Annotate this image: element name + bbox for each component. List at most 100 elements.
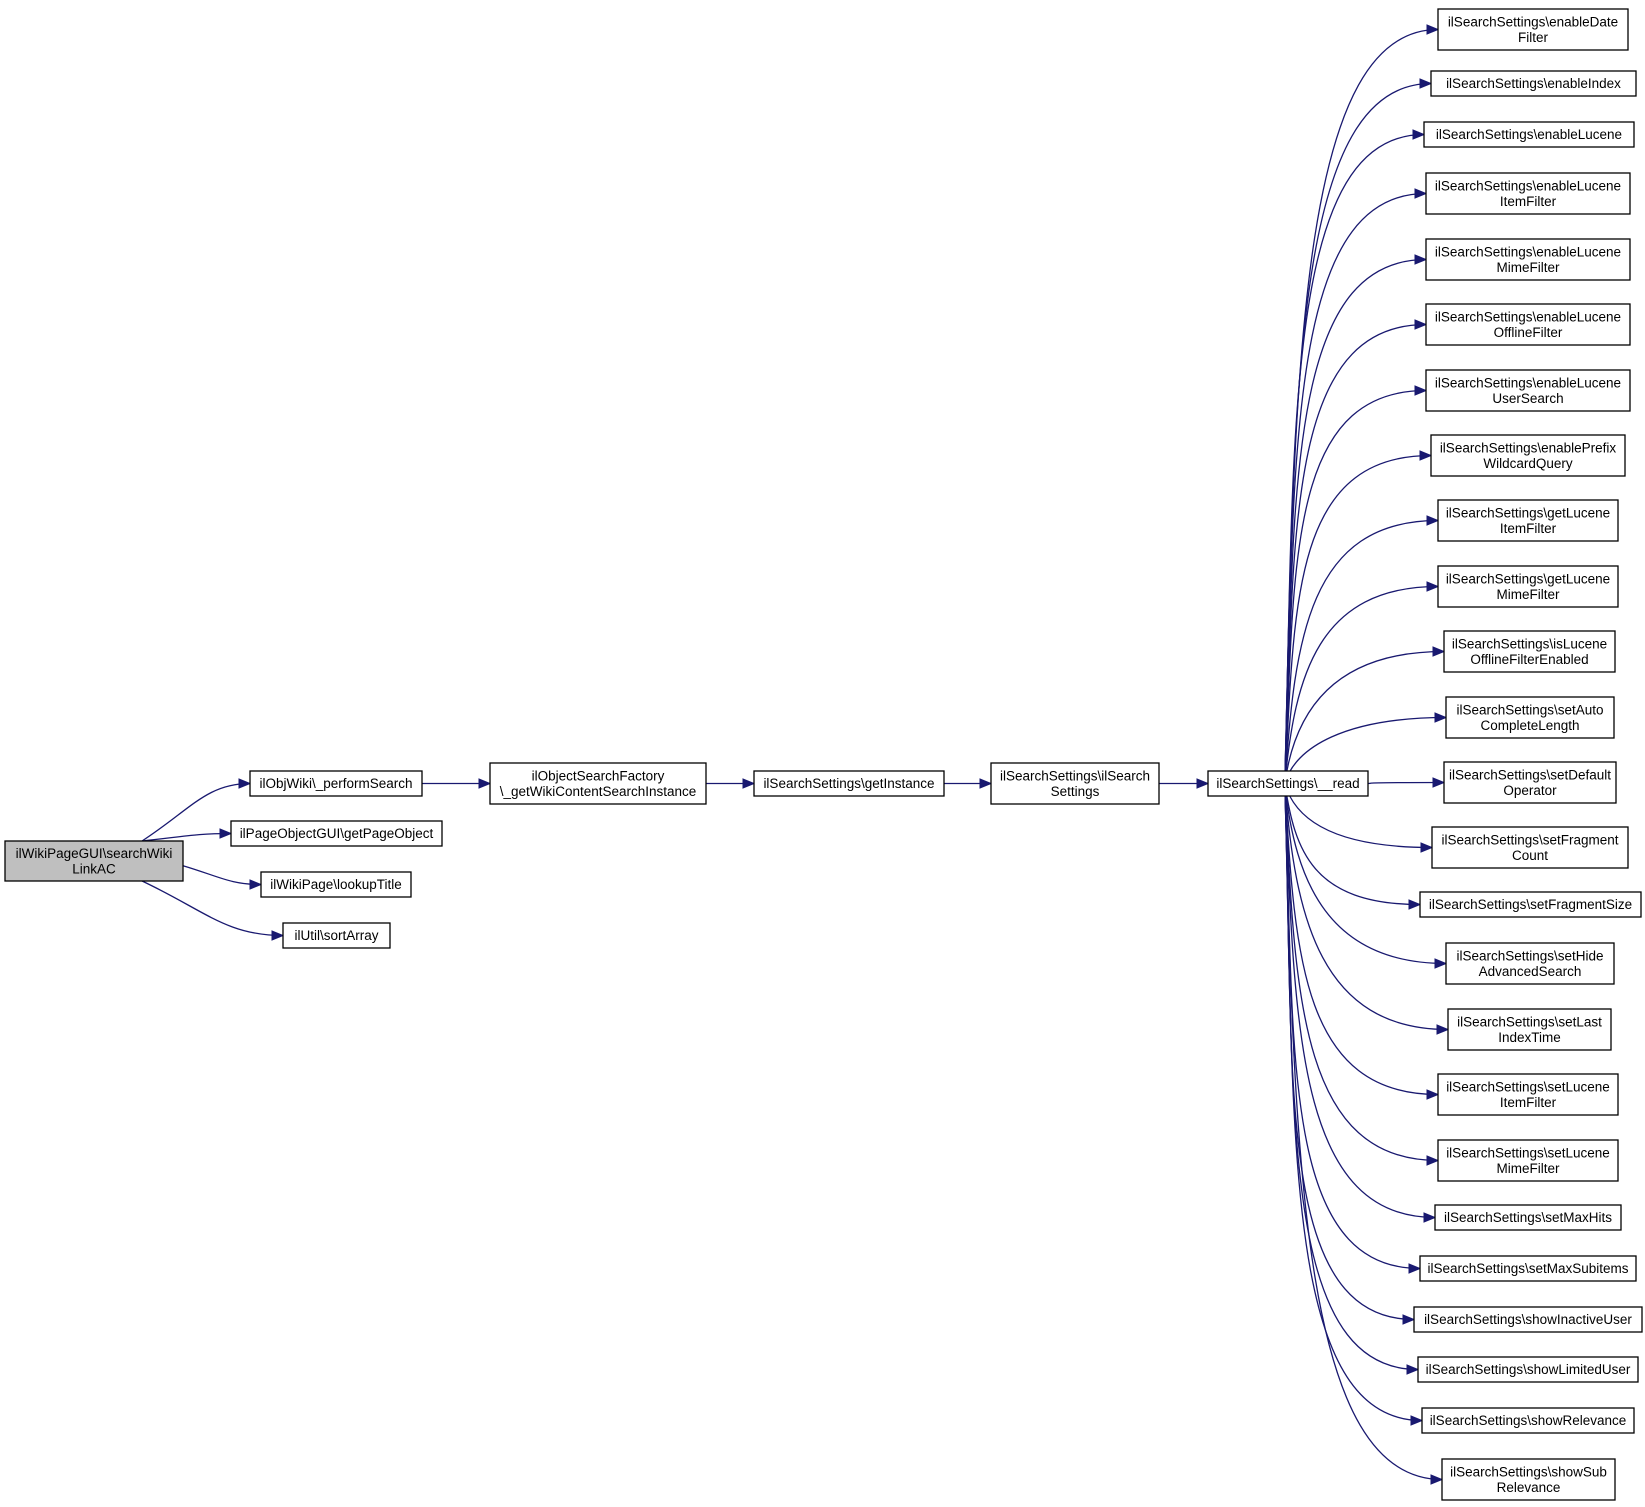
node-box xyxy=(230,820,443,847)
node-ilwikipage-lookuptitle[interactable]: ilWikiPage\lookupTitle xyxy=(260,871,412,898)
node-label: Count xyxy=(1512,848,1548,863)
node-box xyxy=(1430,434,1626,477)
edge-read-to-t15 xyxy=(1284,783,1447,965)
arrowhead-icon xyxy=(1419,450,1433,461)
node-label: Relevance xyxy=(1497,1480,1561,1495)
arrowhead-icon xyxy=(1408,1263,1422,1274)
edge-read-to-t22 xyxy=(1284,783,1419,1371)
node-box xyxy=(1425,303,1631,346)
node-label: ilSearchSettings\getLucene xyxy=(1446,505,1610,520)
node-label: ilSearchSettings\setLucene xyxy=(1446,1145,1610,1160)
node-ilsearchsettings-read[interactable]: ilSearchSettings\__read xyxy=(1207,770,1369,797)
node-box xyxy=(1417,1356,1639,1383)
node-label: ilSearchSettings\showLimitedUser xyxy=(1426,1362,1631,1377)
node-label: ItemFilter xyxy=(1500,521,1557,536)
arrowhead-icon xyxy=(1406,1364,1420,1375)
node-ilsearchsettings-showinactiveuser[interactable]: ilSearchSettings\showInactiveUser xyxy=(1413,1306,1643,1333)
node-box xyxy=(1425,238,1631,281)
arrowhead-icon xyxy=(219,828,233,839)
node-label: ilSearchSettings\enableLucene xyxy=(1435,178,1621,193)
node-label: ilSearchSettings\enableLucene xyxy=(1435,309,1621,324)
node-ilsearchsettings-setfragmentsize[interactable]: ilSearchSettings\setFragmentSize xyxy=(1419,891,1642,918)
node-ilsearchsettings-enableindex[interactable]: ilSearchSettings\enableIndex xyxy=(1430,70,1637,97)
edge-read-to-t12 xyxy=(1367,781,1445,785)
node-label: ilSearchSettings\enablePrefix xyxy=(1440,440,1617,455)
node-ilsearchsettings-enableprefixwildcardquery[interactable]: ilSearchSettings\enablePrefixWildcardQue… xyxy=(1430,434,1626,477)
node-label: ilSearchSettings\setAuto xyxy=(1456,702,1603,717)
node-label: ilSearchSettings\isLucene xyxy=(1452,636,1607,651)
node-label: ilSearchSettings\enableLucene xyxy=(1435,375,1621,390)
node-box xyxy=(1437,499,1619,542)
node-ilsearchsettings-enablelucene[interactable]: ilSearchSettings\enableLucene xyxy=(1423,121,1635,148)
node-label: ilSearchSettings\setDefault xyxy=(1449,767,1611,782)
node-label: ilSearchSettings\__read xyxy=(1216,776,1359,791)
node-ilsearchsettings-ilsearchsettings[interactable]: ilSearchSettings\ilSearchSettings xyxy=(990,762,1160,805)
node-label: OfflineFilter xyxy=(1494,325,1563,340)
node-label: MimeFilter xyxy=(1497,260,1561,275)
node-label: ilSearchSettings\showRelevance xyxy=(1430,1413,1627,1428)
node-box xyxy=(1447,1008,1612,1051)
node-ilobjectsearchfactory-getwikicontentsearchinstance[interactable]: ilObjectSearchFactory\_getWikiContentSea… xyxy=(489,762,707,805)
edge-read-to-t17 xyxy=(1284,783,1439,1096)
node-box xyxy=(1437,565,1619,608)
node-label: ilSearchSettings\setMaxSubitems xyxy=(1427,1261,1628,1276)
node-label: ilSearchSettings\setMaxHits xyxy=(1444,1210,1612,1225)
node-ilsearchsettings-enableluceneofflinefilter[interactable]: ilSearchSettings\enableLuceneOfflineFilt… xyxy=(1425,303,1631,346)
arrowhead-icon xyxy=(1426,581,1440,592)
edge-read-to-t9 xyxy=(1284,585,1439,784)
node-box xyxy=(990,762,1160,805)
arrowhead-icon xyxy=(1434,712,1448,723)
arrowhead-icon xyxy=(478,778,492,789)
arrowhead-icon xyxy=(1430,1474,1444,1485)
node-box xyxy=(489,762,707,805)
node-label: ilSearchSettings\enableDate xyxy=(1448,14,1618,29)
node-ilsearchsettings-setmaxhits[interactable]: ilSearchSettings\setMaxHits xyxy=(1434,1204,1622,1231)
edge-read-to-t1 xyxy=(1284,82,1432,784)
node-ilsearchsettings-isluceneofflinefilterenabled[interactable]: ilSearchSettings\isLuceneOfflineFilterEn… xyxy=(1443,630,1616,673)
edge-read-to-t19 xyxy=(1284,783,1436,1219)
arrowhead-icon xyxy=(1423,1212,1437,1223)
node-box xyxy=(1425,369,1631,412)
node-ilutil-sortarray[interactable]: ilUtil\sortArray xyxy=(282,922,391,949)
node-box xyxy=(753,770,945,797)
node-label: LinkAC xyxy=(72,861,116,876)
node-label: CompleteLength xyxy=(1480,718,1579,733)
node-box xyxy=(1425,172,1631,215)
node-box xyxy=(260,871,412,898)
arrowhead-icon xyxy=(1426,515,1440,526)
node-label: ilSearchSettings\setLucene xyxy=(1446,1079,1610,1094)
node-ilsearchsettings-showrelevance[interactable]: ilSearchSettings\showRelevance xyxy=(1421,1407,1635,1434)
node-ilsearchsettings-getinstance[interactable]: ilSearchSettings\getInstance xyxy=(753,770,945,797)
arrowhead-icon xyxy=(1414,319,1428,330)
node-label: ilSearchSettings\setLast xyxy=(1457,1014,1602,1029)
node-label: ilObjWiki\_performSearch xyxy=(259,776,412,791)
node-label: ilSearchSettings\enableLucene xyxy=(1435,244,1621,259)
node-box xyxy=(1445,942,1615,985)
node-ilsearchsettings-showlimiteduser[interactable]: ilSearchSettings\showLimitedUser xyxy=(1417,1356,1639,1383)
node-ilobjwiki-performsearch[interactable]: ilObjWiki\_performSearch xyxy=(249,770,423,797)
node-label: ilPageObjectGUI\getPageObject xyxy=(240,826,434,841)
node-ilsearchsettings-setmaxsubitems[interactable]: ilSearchSettings\setMaxSubitems xyxy=(1419,1255,1637,1282)
node-label: OfflineFilterEnabled xyxy=(1470,652,1588,667)
arrowhead-icon xyxy=(1426,1155,1440,1166)
edge-read-to-t16 xyxy=(1284,783,1449,1031)
node-ilpageobjectgui-getpageobject[interactable]: ilPageObjectGUI\getPageObject xyxy=(230,820,443,847)
node-box xyxy=(282,922,391,949)
node-label: MimeFilter xyxy=(1497,587,1561,602)
